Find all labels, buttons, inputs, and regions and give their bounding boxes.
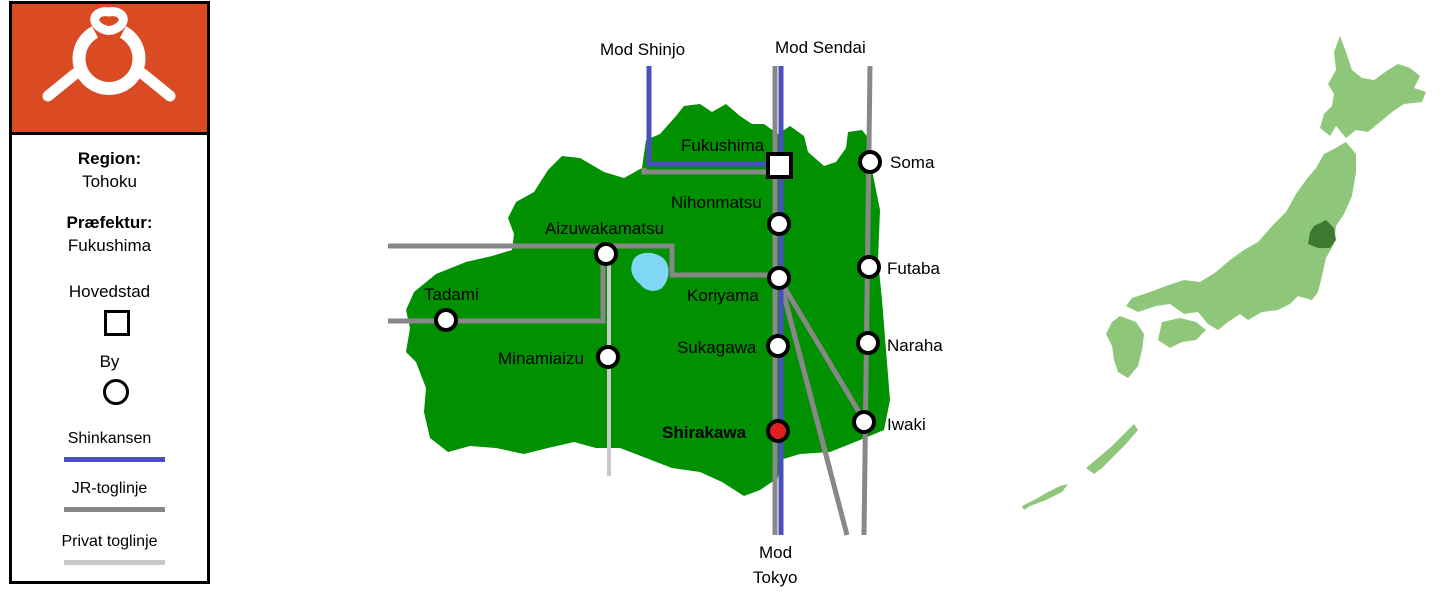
capital-square-icon [104, 310, 130, 336]
jr-line-banetsu-east [777, 278, 868, 424]
hokkaido-shape [1320, 36, 1426, 138]
shinkansen-line-yamagata [646, 66, 780, 167]
tadami-label: Tadami [424, 285, 479, 304]
jr-line-tadami [388, 256, 606, 324]
shinkansen-legend-label: Shinkansen [67, 430, 152, 447]
jr-line-swatch [64, 507, 165, 512]
aizuwakamatsu-label: Aizuwakamatsu [545, 219, 664, 238]
aizuwakamatsu-station [594, 242, 618, 266]
futaba-station [857, 255, 881, 279]
koriyama-label: Koriyama [687, 286, 759, 305]
sukagawa-station [766, 334, 790, 358]
soma-label: Soma [890, 153, 935, 172]
shikoku-shape [1158, 318, 1206, 348]
lake-inawashiro [631, 252, 669, 291]
iwaki-station [852, 410, 876, 434]
prefecture-value: Fukushima [67, 236, 152, 255]
kyushu-shape [1106, 316, 1144, 378]
ryukyu-islands-shape [1086, 424, 1138, 474]
nihonmatsu-station [767, 212, 791, 236]
jr-line-fukushima [641, 168, 780, 175]
koriyama-station [767, 266, 791, 290]
futaba-label: Futaba [887, 259, 940, 278]
honshu-shape [1126, 142, 1356, 330]
city-legend-label: By [99, 352, 120, 371]
tadami-station [434, 308, 458, 332]
fukushima-highlight-shape [1308, 220, 1336, 248]
region-label: Region: [77, 149, 142, 168]
prefecture-label: Præfektur: [66, 213, 153, 232]
jr-line-banetsu-west [388, 243, 780, 278]
japan-locator-map [1022, 36, 1426, 510]
nihonmatsu-label: Nihonmatsu [671, 193, 762, 212]
naraha-label: Naraha [887, 336, 943, 355]
direction-sendai: Mod Sendai [775, 38, 866, 57]
sakishima-islands-shape [1022, 484, 1068, 510]
shirakawa-station [766, 419, 790, 443]
prefecture-emblem [12, 4, 207, 135]
naraha-station [856, 331, 880, 355]
minamiaizu-label: Minamiaizu [498, 349, 584, 368]
sukagawa-label: Sukagawa [677, 338, 757, 357]
direction-tokyo-1: Mod [759, 543, 792, 562]
fukushima-capital-marker [766, 152, 793, 179]
soma-station [858, 150, 882, 174]
iwaki-label: Iwaki [887, 415, 926, 434]
capital-legend-label: Hovedstad [68, 282, 151, 301]
direction-tokyo-2: Tokyo [753, 568, 797, 587]
jr-line-joban [861, 65, 873, 536]
legend-panel: Region: Tohoku Præfektur: Fukushima Hove… [9, 1, 210, 584]
private-legend-label: Privat toglinje [61, 533, 158, 550]
shirakawa-label: Shirakawa [662, 423, 747, 442]
jr-legend-label: JR-toglinje [71, 480, 148, 497]
jr-line-suigun-branch [777, 279, 833, 471]
region-value: Tohoku [82, 172, 137, 191]
city-circle-icon [103, 379, 129, 405]
direction-shinjo: Mod Shinjo [600, 40, 685, 59]
fukushima-prefecture-shape [406, 104, 890, 496]
minamiaizu-station [596, 345, 620, 369]
fukushima-label: Fukushima [681, 136, 765, 155]
shinkansen-line-swatch [64, 457, 165, 462]
private-line-swatch [64, 560, 165, 565]
fukushima-emblem-icon [42, 7, 176, 102]
